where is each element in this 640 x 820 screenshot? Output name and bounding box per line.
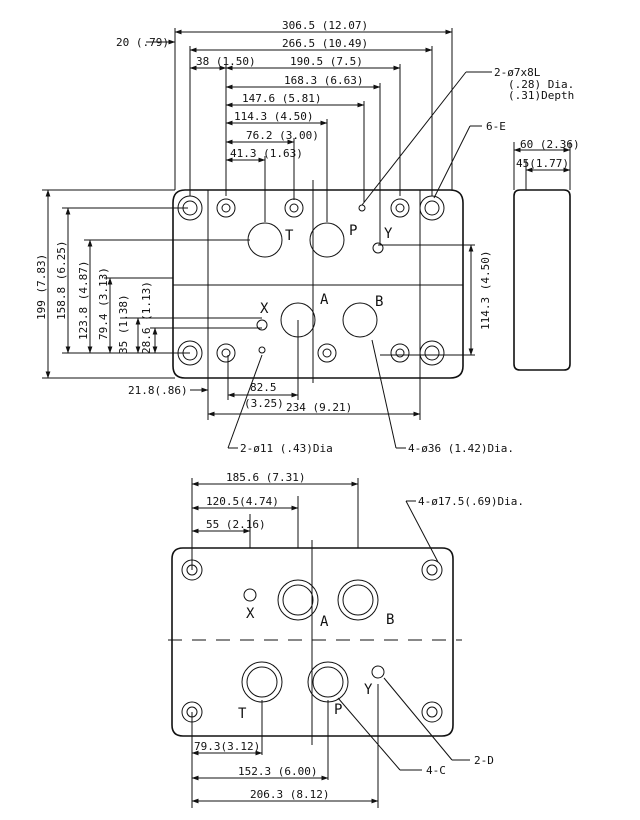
top-view-labels: 306.5 (12.07) 20 (.79) 266.5 (10.49) 38 … (35, 19, 574, 455)
port-y-circle (372, 242, 384, 254)
dim-82: 82.5 (250, 381, 277, 394)
side-view-outline (513, 189, 571, 371)
port-b-circle (342, 302, 378, 338)
dim-55: 55 (2.16) (206, 518, 266, 531)
port-p-circle (309, 222, 345, 258)
bottom-port-t-circle (241, 661, 283, 703)
dim-bolt-span: 266.5 (10.49) (282, 37, 368, 50)
port-x-circle (256, 319, 268, 331)
dim-height-123: 123.8 (4.87) (77, 261, 90, 340)
dim-height-35: 35 (1.38) (117, 294, 130, 354)
label-port-y: Y (384, 226, 393, 242)
dim-overall-width: 306.5 (12.07) (282, 19, 368, 32)
top-view-right-dimension (378, 244, 475, 356)
callout-2d: 2-D (474, 754, 494, 767)
label-port-t: T (285, 228, 294, 244)
bottom-view-labels: 185.6 (7.31) 120.5(4.74) 55 (2.16) 4-ø17… (194, 471, 524, 801)
dim-82-in: (3.25) (244, 397, 284, 410)
bottom-label-port-p: P (334, 702, 342, 718)
top-view-height-dimensions (42, 189, 262, 379)
label-port-x: X (260, 301, 269, 317)
top-view-ports (247, 204, 384, 354)
label-port-b: B (375, 294, 383, 310)
bottom-port-b-circle (337, 579, 379, 621)
dim-190: 190.5 (7.5) (290, 55, 363, 68)
dim-height-158: 158.8 (6.25) (55, 241, 68, 320)
callout-pin-line-3: (.31)Depth (508, 89, 574, 102)
callout-6e: 6-E (486, 120, 506, 133)
bottom-port-a-circle (277, 579, 319, 621)
dim-38: 38 (1.50) (196, 55, 256, 68)
dim-height-79: 79.4 (3.13) (97, 267, 110, 340)
bottom-label-port-y: Y (364, 682, 373, 698)
dim-120: 120.5(4.74) (206, 495, 279, 508)
locating-pin-1 (358, 204, 366, 212)
dim-21: 21.8(.86) (128, 384, 188, 397)
dim-height-199: 199 (7.83) (35, 254, 48, 320)
port-t-circle (247, 222, 283, 258)
dim-76: 76.2 (3.00) (246, 129, 319, 142)
bottom-view-leaders (337, 500, 470, 771)
callout-4c: 4-C (426, 764, 446, 777)
port-a-circle (280, 302, 316, 338)
bottom-label-port-b: B (386, 612, 394, 628)
label-port-a: A (320, 292, 329, 308)
top-view-corner-bolt-holes (177, 195, 445, 366)
top-view-body-outline (172, 189, 464, 379)
dim-147: 147.6 (5.81) (242, 92, 321, 105)
bottom-label-port-x: X (246, 606, 255, 622)
callout-pin-line-1: 2-ø7x8L (494, 66, 541, 79)
bottom-port-p-circle (307, 661, 349, 703)
top-view: 306.5 (12.07) 20 (.79) 266.5 (10.49) 38 … (35, 19, 574, 455)
bottom-view-dimensions (191, 481, 379, 804)
bottom-port-x-circle (243, 588, 257, 602)
bottom-view-center-lines (168, 540, 462, 745)
top-view-center-lines (173, 180, 463, 383)
top-view-width-dimensions (146, 29, 453, 163)
dim-right-114: 114.3 (4.50) (479, 251, 492, 330)
dim-168: 168.3 (6.63) (284, 74, 363, 87)
bottom-label-port-a: A (320, 614, 329, 630)
side-view: 60 (2.36) 45(1.77) (513, 138, 580, 371)
bottom-view-extension-lines (191, 478, 379, 808)
dim-185: 185.6 (7.31) (226, 471, 305, 484)
bottom-view-ports (241, 579, 385, 703)
dim-41: 41.3 (1.63) (230, 147, 303, 160)
dim-114: 114.3 (4.50) (234, 110, 313, 123)
bottom-port-y-circle (371, 665, 385, 679)
callout-pin-line-2: (.28) Dia. (508, 78, 574, 91)
bottom-label-port-t: T (238, 706, 247, 722)
top-view-leaders (227, 71, 492, 449)
callout-11: 2-ø11 (.43)Dia (240, 442, 333, 455)
dim-edge-offset: 20 (.79) (116, 36, 169, 49)
dim-side-45: 45(1.77) (516, 157, 569, 170)
bottom-view: 185.6 (7.31) 120.5(4.74) 55 (2.16) 4-ø17… (168, 471, 524, 808)
label-port-p: P (349, 223, 357, 239)
dim-height-28: 28.6 (1.13) (140, 281, 153, 354)
dim-152: 152.3 (6.00) (238, 765, 317, 778)
callout-17: 4-ø17.5(.69)Dia. (418, 495, 524, 508)
dim-234: 234 (9.21) (286, 401, 352, 414)
top-view-mounting-holes (216, 198, 410, 363)
bottom-view-corner-holes (181, 559, 443, 723)
dim-206: 206.3 (8.12) (250, 788, 329, 801)
callout-36: 4-ø36 (1.42)Dia. (408, 442, 514, 455)
locating-pin-2 (258, 346, 266, 354)
dim-79: 79.3(3.12) (194, 740, 260, 753)
bottom-view-body-outline (171, 547, 454, 737)
dim-side-60: 60 (2.36) (520, 138, 580, 151)
